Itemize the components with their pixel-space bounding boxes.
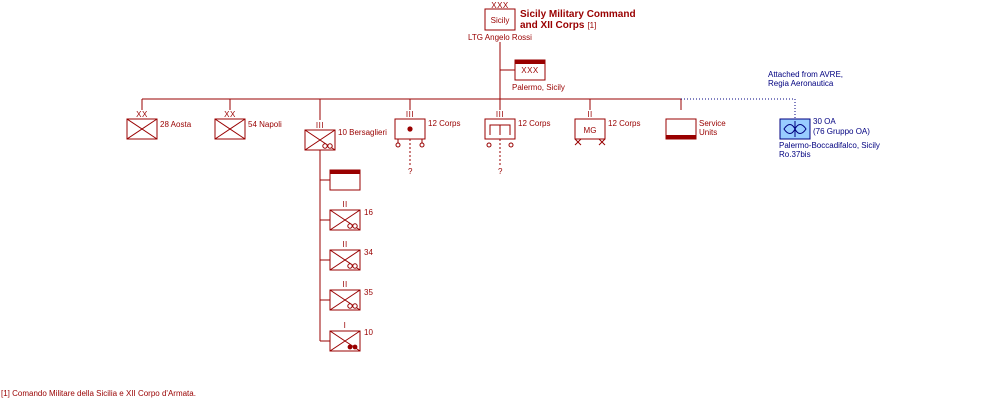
battalion-label: 35 [364,288,373,297]
unit-label-line2: Units [699,128,717,137]
artillery-dot-icon [407,126,413,132]
hq-node: XXX Sicily Sicily Military Command and X… [468,1,636,42]
battalion-echelon: II [342,200,347,209]
unit-echelon: II [587,110,592,119]
unit-echelon: XX [224,110,236,119]
motorcycle-wheel-icon [347,344,353,350]
unit-echelon: XX [136,110,148,119]
wheel-icon [352,223,358,229]
unit-sub-question: ? [408,167,413,176]
unit-54-napoli: XX 54 Napoli [214,110,282,140]
engineer-bridge-icon [489,124,511,135]
battalion-label: 34 [364,248,373,257]
hq-title-line1: Sicily Military Command [520,9,636,20]
unit-service-units: Service Units [665,118,726,140]
wheel-icon [347,263,353,269]
wheel-icon [352,263,358,269]
hq-ref: [1] [587,21,596,30]
hq-title-line2: and XII Corps [520,20,585,31]
unit-echelon: III [316,121,324,130]
unit-sub-question: ? [498,167,503,176]
battalion-echelon: II [342,280,347,289]
wheel-icon [508,142,514,148]
corps-hq-node: XXX Palermo, Sicily [512,59,565,92]
wheel-icon [327,143,333,149]
wheel-icon [395,142,401,148]
unit-label: 10 Bersaglieri [338,128,387,137]
mg-leg-icon [574,138,582,146]
company-10: I 10 [329,321,373,352]
unit-12-corps-artillery: III ? 12 Corps [394,110,460,176]
battalion-35: II 35 [329,280,373,311]
attached-note-line1: Attached from AVRE, [768,70,843,79]
wheel-icon [322,143,328,149]
unit-label: 54 Napoli [248,120,282,129]
unit-12-corps-mg: II MG 12 Corps [574,110,640,146]
mg-leg-icon [598,138,606,146]
unit-label: 12 Corps [428,119,460,128]
hq-band [515,60,545,64]
infantry-cross [329,289,361,311]
motorcycle-wheel-icon [352,344,358,350]
hq-band [330,170,360,174]
unit-28-aosta: XX 28 Aosta [126,110,192,140]
corps-hq-echelon: XXX [521,66,539,75]
air-unit-location-line2: Ro.37bis [779,150,811,159]
wheel-icon [486,142,492,148]
hq-title-line2-group: and XII Corps[1] [520,20,596,31]
wheel-icon [419,142,425,148]
unit-10-bersaglieri: III 10 Bersaglieri [304,121,387,151]
propeller-icon [783,124,807,134]
unit-label-line1: Service [699,119,726,128]
air-unit-label-line2: (76 Gruppo OA) [813,127,870,136]
unit-label: 28 Aosta [160,120,192,129]
unit-12-corps-engineers: III ? 12 Corps [484,110,550,176]
corps-hq-location: Palermo, Sicily [512,83,565,92]
wheel-icon [352,303,358,309]
unit-label: 12 Corps [608,119,640,128]
battalion-16: II 16 [329,200,373,231]
unit-echelon: III [496,110,504,119]
infantry-cross [214,118,246,140]
unit-label: 12 Corps [518,119,550,128]
wheel-icon [347,303,353,309]
footnote: [1] Comando Militare della Sicilia e XII… [1,389,196,398]
air-unit-label-line1: 30 OA [813,117,836,126]
service-band [666,135,696,139]
mg-box-text: MG [584,126,597,135]
attached-note-line2: Regia Aeronautica [768,79,834,88]
air-unit-30-oa: 30 OA (76 Gruppo OA) Palermo-Boccadifalc… [779,117,880,159]
infantry-cross [126,118,158,140]
air-unit-location-line1: Palermo-Boccadifalco, Sicily [779,141,880,150]
infantry-cross [329,249,361,271]
infantry-cross [329,209,361,231]
company-label: 10 [364,328,373,337]
wheel-icon [347,223,353,229]
hq-box [484,8,516,31]
battalion-echelon: II [342,240,347,249]
battalion-34: II 34 [329,240,373,271]
unit-echelon: III [406,110,414,119]
company-echelon: I [344,321,347,330]
bersaglieri-hq-node [329,169,361,191]
machine-gun-symbol [574,118,606,140]
hq-commander: LTG Angelo Rossi [468,33,532,42]
hq-echelon: XXX [491,1,509,10]
infantry-cross [329,330,361,352]
infantry-cross [304,129,336,151]
battalion-label: 16 [364,208,373,217]
hq-box-label: Sicily [491,16,510,25]
